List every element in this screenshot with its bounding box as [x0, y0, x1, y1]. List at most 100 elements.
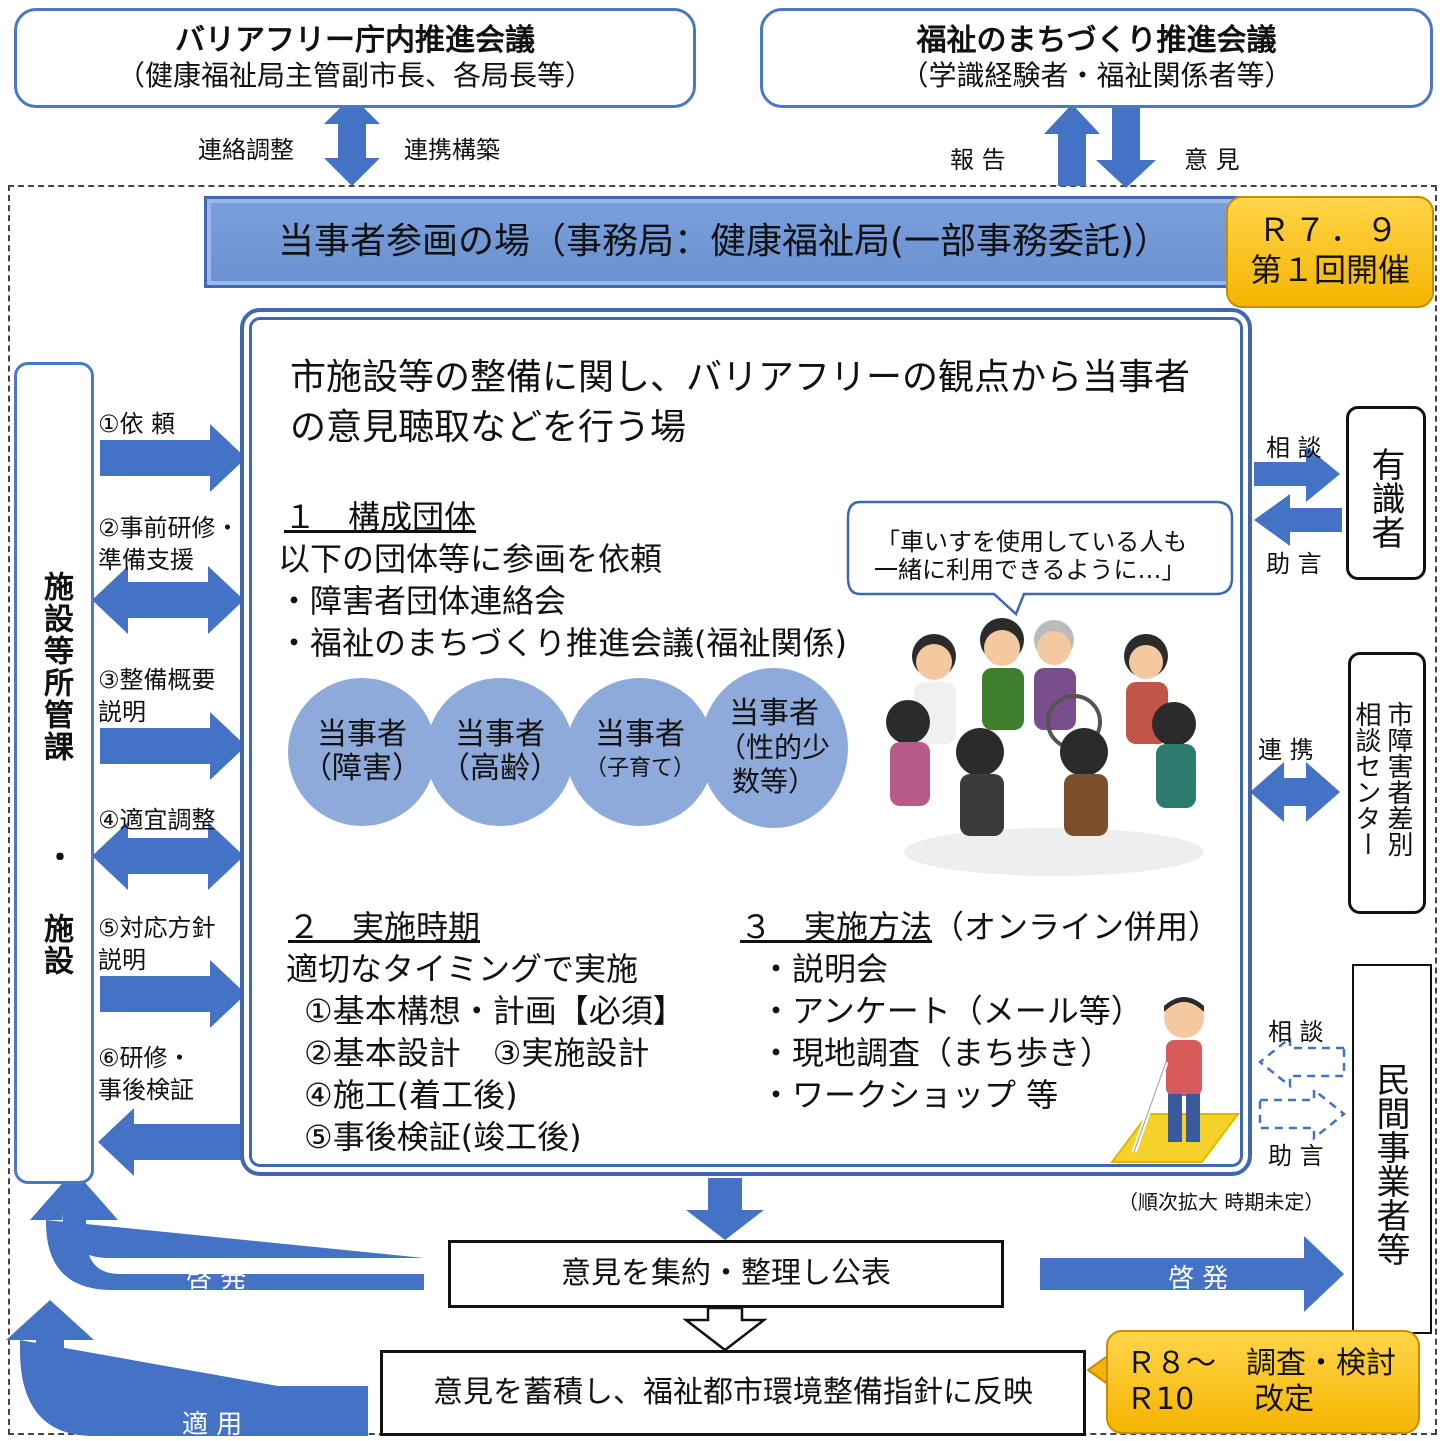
- expert-box: 有識者: [1346, 406, 1426, 580]
- badge-r8: Ｒ８～ 調査・検討 Ｒ10 改定: [1106, 1330, 1420, 1434]
- business-note: （順次拡大 時期未定）: [1118, 1190, 1325, 1214]
- internal-council-subtitle: （健康福祉局主管副市長、各局長等）: [116, 59, 593, 92]
- section2-heading: ２ 実施時期: [288, 908, 481, 946]
- step2-double-arrow: [92, 566, 244, 634]
- liaison-label: 連絡調整: [198, 136, 294, 164]
- internal-council-title: バリアフリー庁内推進会議: [175, 23, 535, 58]
- section1-line2: ・障害者団体連絡会: [278, 582, 567, 620]
- step4-label: ④適宜調整: [98, 806, 216, 834]
- step6-left-arrow: [98, 1108, 246, 1176]
- business-advice-dashed-arrow: [1258, 1087, 1347, 1141]
- expert-consult-label: 相 談: [1266, 434, 1322, 462]
- badge-r7: Ｒ７．９ 第１回開催: [1226, 196, 1434, 308]
- speech-line1: 「車いすを使用している人も: [876, 528, 1188, 556]
- opinion-label: 意 見: [1184, 146, 1240, 174]
- banner-text: 当事者参画の場（事務局：健康福祉局(一部事務委託)）: [277, 221, 1171, 262]
- expert-text: 有識者: [1365, 447, 1405, 549]
- step3-label: ③整備概要 説明: [98, 666, 216, 726]
- section3-heading: ３ 実施方法: [740, 908, 933, 946]
- barrier-free-internal-council: バリアフリー庁内推進会議 （健康福祉局主管副市長、各局長等）: [14, 8, 696, 108]
- collect-publish-text: 意見を集約・整理し公表: [561, 1256, 891, 1291]
- section1-line3: ・福祉のまちづくり推進会議(福祉関係): [278, 624, 847, 662]
- badge-r7-line2: 第１回開催: [1249, 251, 1410, 289]
- step3-right-arrow: [100, 712, 246, 780]
- circle-elderly: 当事者 （高齢）: [426, 678, 574, 826]
- keihatsu-right-arrow: [1040, 1236, 1344, 1312]
- main-down-arrow: [686, 1178, 764, 1240]
- expert-advice-left-arrow: [1254, 494, 1342, 546]
- speech-line2: 一緒に利用できるように…」: [874, 556, 1186, 584]
- business-text: 民間事業者等: [1370, 1062, 1410, 1266]
- section2-line2: ①基本構想・計画【必須】: [304, 992, 685, 1030]
- facility-department-text: 施設等所管課: [38, 571, 73, 763]
- person-icon: [1034, 620, 1102, 750]
- white-cane-illustration: [1110, 997, 1240, 1163]
- facility-department-box: 施設等所管課 ・ 施設: [14, 362, 94, 1184]
- step1-label: ①依 頼: [98, 410, 176, 438]
- person-icon: [886, 700, 930, 806]
- opinion-down-arrow: [1096, 104, 1156, 188]
- section3-heading-suffix: （オンライン併用）: [932, 908, 1221, 946]
- discrimination-center-box: 市障害者差別 相談センター: [1348, 652, 1426, 914]
- circle-disability-line2: （障害）: [302, 751, 422, 786]
- business-box: 民間事業者等: [1352, 964, 1432, 1334]
- welfare-council-title: 福祉のまちづくり推進会議: [916, 23, 1277, 58]
- participation-banner: 当事者参画の場（事務局：健康福祉局(一部事務委託)）: [204, 196, 1244, 288]
- step2-label: ②事前研修・ 準備支援: [98, 514, 240, 574]
- person-icon: [956, 728, 1004, 836]
- tekiyou-label: 適 用: [182, 1410, 243, 1440]
- section1-heading: １ 構成団体: [284, 498, 477, 536]
- report-up-arrow: [1044, 104, 1100, 186]
- circle-disability: 当事者 （障害）: [288, 678, 436, 826]
- person-icon: [1060, 728, 1108, 836]
- circle-minority-line3: 数等）: [731, 765, 816, 798]
- badge-r8-line1: Ｒ８～ 調査・検討: [1126, 1346, 1396, 1381]
- section2-line3: ②基本設計 ③実施設計: [304, 1034, 650, 1072]
- section1-line1: 以下の団体等に参画を依頼: [278, 540, 663, 578]
- welfare-council-subtitle: （学識経験者・福祉関係者等）: [900, 59, 1293, 92]
- report-label: 報 告: [950, 146, 1006, 174]
- step6-label: ⑥研修・ 事後検証: [98, 1044, 194, 1104]
- section2-line4: ④施工(着工後): [304, 1076, 518, 1114]
- speech-bubble: [846, 500, 1234, 617]
- keihatsu-right-label: 啓 発: [1168, 1264, 1229, 1294]
- circle-minority-line1: 当事者: [729, 696, 819, 731]
- circle-childrearing-line2: （子育て）: [584, 756, 695, 781]
- tekiyou-curved-arrow: [6, 1300, 368, 1436]
- step4-double-arrow: [92, 822, 244, 890]
- welfare-town-council: 福祉のまちづくり推進会議 （学識経験者・福祉関係者等）: [760, 8, 1433, 108]
- circle-elderly-line1: 当事者: [455, 717, 545, 752]
- center-double-arrow: [1250, 762, 1340, 822]
- badge-r8-line2: Ｒ10 改定: [1126, 1382, 1315, 1417]
- step5-right-arrow: [100, 960, 246, 1028]
- meeting-illustration: [886, 618, 1204, 876]
- hollow-down-arrow: [682, 1306, 768, 1352]
- business-advice-label: 助 言: [1268, 1142, 1324, 1170]
- double-arrow-up-down: [324, 96, 380, 186]
- expert-advice-label: 助 言: [1266, 550, 1322, 578]
- facility-dot: ・: [45, 841, 75, 876]
- facility-text: 施設: [38, 913, 73, 977]
- step5-label: ⑤対応方針 説明: [98, 914, 216, 974]
- circle-sexual-minority: 当事者 （性的少 数等）: [700, 668, 848, 828]
- accumulate-box: 意見を蓄積し、福祉都市環境整備指針に反映: [380, 1350, 1086, 1436]
- circle-disability-line1: 当事者: [317, 717, 407, 752]
- section2-line1: 適切なタイミングで実施: [286, 950, 639, 988]
- section2-line5: ⑤事後検証(竣工後): [304, 1118, 582, 1156]
- accumulate-text: 意見を蓄積し、福祉都市環境整備指針に反映: [433, 1375, 1033, 1410]
- main-content-panel: 市施設等の整備に関し、バリアフリーの観点から当事者 の意見聴取などを行う場 １ …: [240, 308, 1252, 1176]
- center-text-col1: 市障害者差別: [1383, 701, 1413, 857]
- circle-childrearing: 当事者 （子育て）: [566, 678, 714, 826]
- circle-minority-line2: （性的少: [717, 731, 830, 764]
- circle-elderly-line2: （高齢）: [440, 751, 560, 786]
- center-link-label: 連 携: [1258, 736, 1314, 764]
- step1-right-arrow: [100, 424, 246, 492]
- keihatsu-left-label: 啓 発: [186, 1264, 247, 1294]
- circle-childrearing-line1: 当事者: [595, 717, 685, 752]
- expert-consult-right-arrow: [1254, 446, 1340, 502]
- intro-line2: の意見聴取などを行う場: [290, 407, 687, 448]
- collect-publish-box: 意見を集約・整理し公表: [448, 1240, 1004, 1308]
- badge-r7-line1: Ｒ７．９: [1257, 211, 1402, 249]
- business-consult-label: 相 談: [1268, 1018, 1324, 1046]
- section3-line4: ・ワークショップ 等: [760, 1076, 1059, 1114]
